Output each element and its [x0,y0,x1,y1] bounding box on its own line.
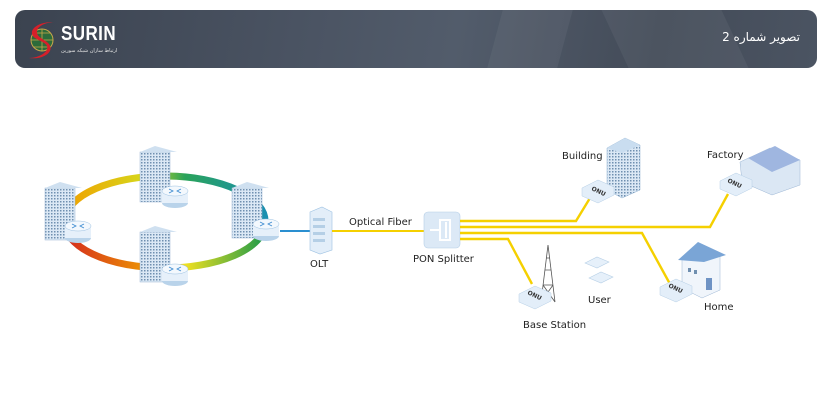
router-icon [64,220,92,243]
logo-subtitle: ارتباط سازان شبکه سورین [61,48,118,54]
ring-node-right [231,182,280,241]
page-title: تصویر شماره 2 [722,30,800,44]
router-icon [252,218,280,241]
pon-splitter-label: PON Splitter [413,254,475,265]
optical-fiber-label: Optical Fiber [349,217,413,228]
onu-home: ONU [659,278,693,303]
building-icon [44,187,76,241]
fiber-to-base-station [460,237,534,285]
fiber-to-home [460,231,672,285]
base-station-label: Base Station [523,320,586,331]
home-label: Home [704,302,734,313]
building-label: Building [562,151,603,162]
logo[interactable]: SURIN ارتباط سازان شبکه سورین [25,18,135,62]
logo-text: SURIN [61,23,117,45]
distribution-fibers [460,193,730,285]
cell-tower-icon [540,244,556,303]
ring-node-left [44,182,92,243]
olt-label: OLT [310,259,329,270]
building-endpoint-icon [606,137,641,199]
logo-globe-icon [29,22,54,59]
user-label: User [588,295,612,306]
onu-factory: ONU [719,172,753,197]
fiber-to-factory [460,193,730,229]
pon-splitter-icon [423,211,461,249]
onu-base-station: ONU [518,285,552,310]
factory-icon [739,146,801,196]
router-icon [161,263,189,286]
olt-icon [309,206,333,255]
fiber-to-building [460,197,592,223]
onu-building: ONU [581,179,615,204]
ring-node-bottom [139,226,189,286]
mobile-device-icon [584,256,614,284]
ring-node-top [139,146,189,208]
router-icon [161,185,189,208]
house-icon [678,242,726,299]
factory-label: Factory [707,150,744,161]
header-bar: SURIN ارتباط سازان شبکه سورین تصویر شمار… [15,10,817,68]
